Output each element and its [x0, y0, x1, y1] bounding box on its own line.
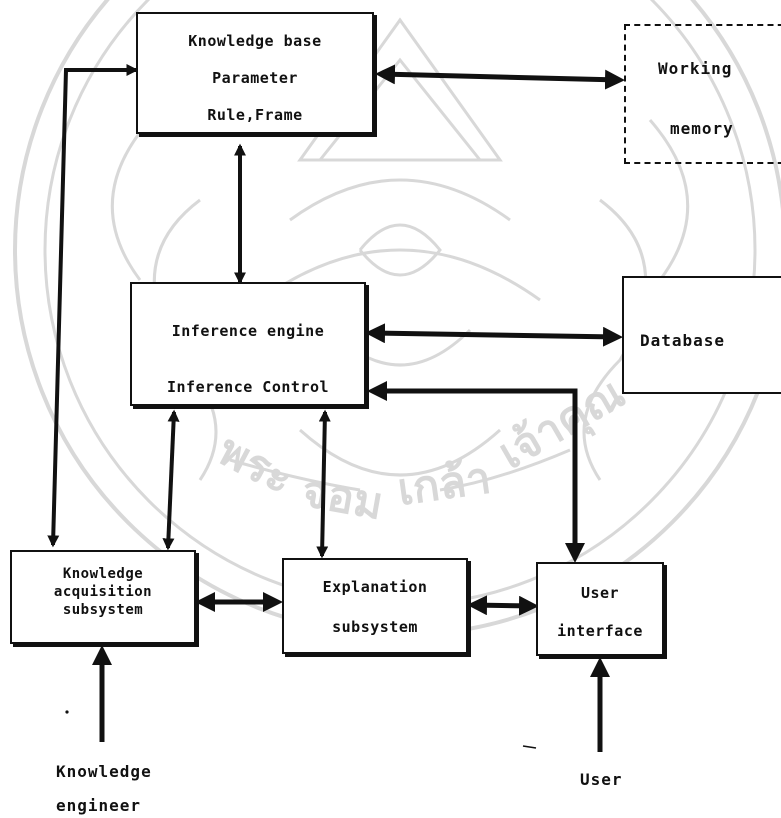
interface-label: interface [557, 622, 643, 640]
knowledge-engineer-label-2: engineer [56, 796, 142, 815]
parameter-label: Parameter [212, 69, 298, 87]
user-actor-label: User [580, 770, 623, 789]
knowledge-acquisition-box: Knowledge acquisition subsystem [10, 550, 196, 644]
arrow-kb-knowledge-acquisition [47, 64, 139, 548]
explanation-subsystem-box: Explanation subsystem [282, 558, 468, 654]
inference-engine-box: Inference engine Inference Control [130, 282, 366, 406]
knowledge-label: Knowledge [62, 566, 144, 582]
arrow-inference-knowledge-acquisition [162, 409, 180, 551]
knowledge-base-label: Knowledge base [188, 32, 322, 50]
inference-control-label: Inference Control [166, 378, 330, 396]
explanation-subsystem-label: subsystem [332, 618, 418, 636]
arrow-explanation-user-interface [467, 595, 539, 616]
database-label: Database [640, 331, 726, 350]
database-box: Database [622, 276, 781, 394]
knowledge-base-box: Knowledge base Parameter Rule,Frame [136, 12, 374, 134]
arrow-inference-database [365, 323, 623, 347]
stray-mark [522, 745, 537, 749]
working-label: Working [658, 59, 733, 78]
acquisition-label: acquisition [53, 584, 153, 600]
arrow-inference-explanation [316, 409, 331, 559]
subsystem-label: subsystem [62, 602, 144, 618]
arrow-inference-user-interface [367, 381, 585, 563]
user-label: User [580, 584, 620, 602]
arrow-kb-working-memory [375, 64, 625, 90]
rule-frame-label: Rule,Frame [207, 106, 303, 124]
explanation-label: Explanation [322, 578, 428, 596]
user-interface-box: User interface [536, 562, 664, 656]
inference-engine-label: Inference engine [171, 322, 325, 340]
working-memory-box: Working memory [624, 24, 781, 164]
stray-dot [65, 710, 69, 714]
knowledge-engineer-label-1: Knowledge [56, 762, 152, 781]
memory-label: memory [670, 119, 734, 138]
